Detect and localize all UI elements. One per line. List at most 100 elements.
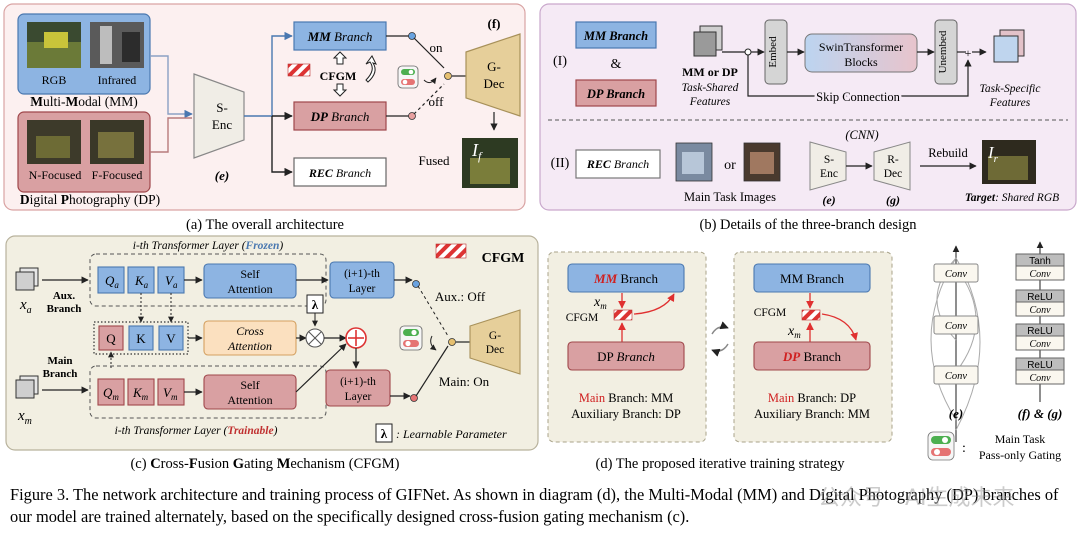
xm-label: xm	[17, 408, 32, 427]
d-right-main: Main Branch: DP	[768, 391, 856, 405]
b-dp-branch-box	[575, 79, 657, 107]
next-layer-bot-2: Layer	[345, 391, 372, 403]
shared-features-icon	[693, 25, 723, 57]
f-focused-label: F-Focused	[92, 168, 143, 182]
r-decoder	[873, 141, 911, 191]
self-att-bot-2: Attention	[227, 393, 272, 407]
relu-conv-block-1	[1015, 289, 1065, 317]
gdec-line2: Dec	[484, 76, 505, 91]
xm-feature-icon	[15, 375, 39, 399]
b-senc2: Enc	[820, 168, 838, 180]
v-label: V	[166, 331, 176, 346]
fused-label: Fused	[418, 153, 450, 168]
c-gating-toggle-icon	[399, 325, 423, 351]
d-left-dp-box	[567, 341, 685, 371]
d-right-aux: Auxiliary Branch: MM	[754, 407, 870, 421]
legend-line1: Main Task	[995, 432, 1046, 446]
gdec-line1: G-	[487, 59, 501, 74]
n-focused-label: N-Focused	[29, 168, 82, 182]
q-label: Q	[106, 331, 116, 346]
relu-1-conv-label: Conv	[1029, 305, 1051, 316]
panel-d: MM Branch xm CFGM DP Branch Main Branch:…	[547, 251, 893, 443]
legend-line2: Pass-only Gating	[979, 448, 1061, 462]
rdec1: R-	[887, 154, 899, 166]
relu-3-conv-label: Conv	[1029, 373, 1051, 384]
aux-off-label: Aux.: Off	[435, 289, 486, 304]
shared-sub2: Features	[689, 96, 731, 108]
qa-label: Qa	[105, 273, 119, 290]
specific2: Features	[989, 97, 1031, 109]
mm-branch-label: MM Branch	[307, 29, 373, 44]
rdec2: Dec	[884, 168, 903, 180]
aux-branch-line1: Aux.	[53, 290, 76, 302]
vm-box	[157, 378, 185, 406]
next-layer-top-2: Layer	[349, 283, 376, 295]
v-box	[158, 325, 184, 351]
panel-e: Conv Conv Conv (e)	[930, 245, 981, 442]
cnn-label: (CNN)	[845, 128, 878, 142]
d-right-gate-icon	[801, 309, 821, 321]
learnable-label: : Learnable Parameter	[396, 427, 507, 441]
legend-lambda: λ	[381, 426, 388, 441]
embed-label: Embed	[767, 36, 779, 68]
c-g-decoder	[469, 309, 521, 375]
conv-block-2	[933, 315, 979, 335]
self-att-top-1: Self	[240, 267, 259, 281]
d-left-dp-label: DP Branch	[597, 349, 655, 364]
gating-legend: : Main Task Pass-only Gating	[927, 431, 1061, 462]
gating-toggle-icon	[397, 65, 419, 89]
xa-feature-icon	[15, 267, 39, 291]
c-gdec1: G-	[489, 330, 501, 342]
tanh-conv-block	[1015, 253, 1065, 281]
self-att-top-2: Attention	[227, 282, 272, 296]
main-on-label: Main: On	[439, 374, 490, 389]
senc-tag: (e)	[215, 168, 229, 183]
conv-1-label: Conv	[945, 269, 968, 280]
skip-connection-line	[747, 55, 972, 97]
c-top-node	[412, 280, 420, 288]
k-label: K	[136, 331, 146, 346]
relu-1-label: ReLU	[1027, 292, 1053, 303]
encoder-to-rec-arrow	[271, 116, 293, 177]
cfgm-curved-arrow	[365, 55, 377, 83]
next-layer-bottom	[325, 369, 391, 407]
km-box	[127, 378, 155, 406]
g-decoder	[465, 33, 521, 117]
vm-label: Vm	[163, 385, 178, 402]
self-attention-top	[203, 263, 297, 299]
mm-switch-node	[408, 32, 416, 40]
frozen-layer-label: i-th Transformer Layer (Frozen)	[133, 240, 284, 252]
va-box	[157, 266, 185, 294]
conv-2-label: Conv	[945, 321, 968, 332]
b-e-tag: (e)	[822, 193, 835, 207]
multiply-icon	[305, 328, 325, 348]
swin-line1: SwinTransformer	[819, 40, 903, 54]
watermark: 公众号 · AI生成未来	[818, 486, 1015, 511]
c-gdec2: Dec	[486, 344, 505, 356]
cfgm-label: CFGM	[320, 69, 357, 83]
panel-b: (I) MM Branch & DP Branch MM or DP Task-…	[539, 3, 1077, 211]
self-att-bot-1: Self	[240, 378, 259, 392]
b-rec-branch-label: REC Branch	[586, 157, 649, 171]
plus-node: +	[965, 46, 972, 60]
d-left-main: Main Branch: MM	[579, 391, 673, 405]
specific1: Task-Specific	[980, 83, 1041, 95]
c-cfgm-title: CFGM	[482, 251, 525, 266]
swin-line2: Blocks	[844, 55, 878, 69]
c-bottom-node	[410, 394, 418, 402]
gate-stripe-icon	[287, 63, 311, 77]
b-mm-branch-box	[575, 21, 657, 49]
b-senc1: S-	[824, 154, 834, 166]
relu-3-label: ReLU	[1027, 360, 1053, 371]
c-gate-stripe-icon	[435, 243, 467, 259]
legend-colon: :	[962, 441, 966, 456]
dp-branch-label: DP Branch	[310, 109, 370, 124]
add-icon	[345, 327, 367, 349]
conv-block-1	[933, 263, 979, 283]
senc-line2: Enc	[212, 117, 232, 132]
shared-title: MM or DP	[682, 65, 738, 79]
k-box	[128, 325, 154, 351]
dp-branch-box	[293, 101, 387, 131]
d-left-gate-icon	[613, 309, 633, 321]
va-label: Va	[165, 273, 178, 290]
